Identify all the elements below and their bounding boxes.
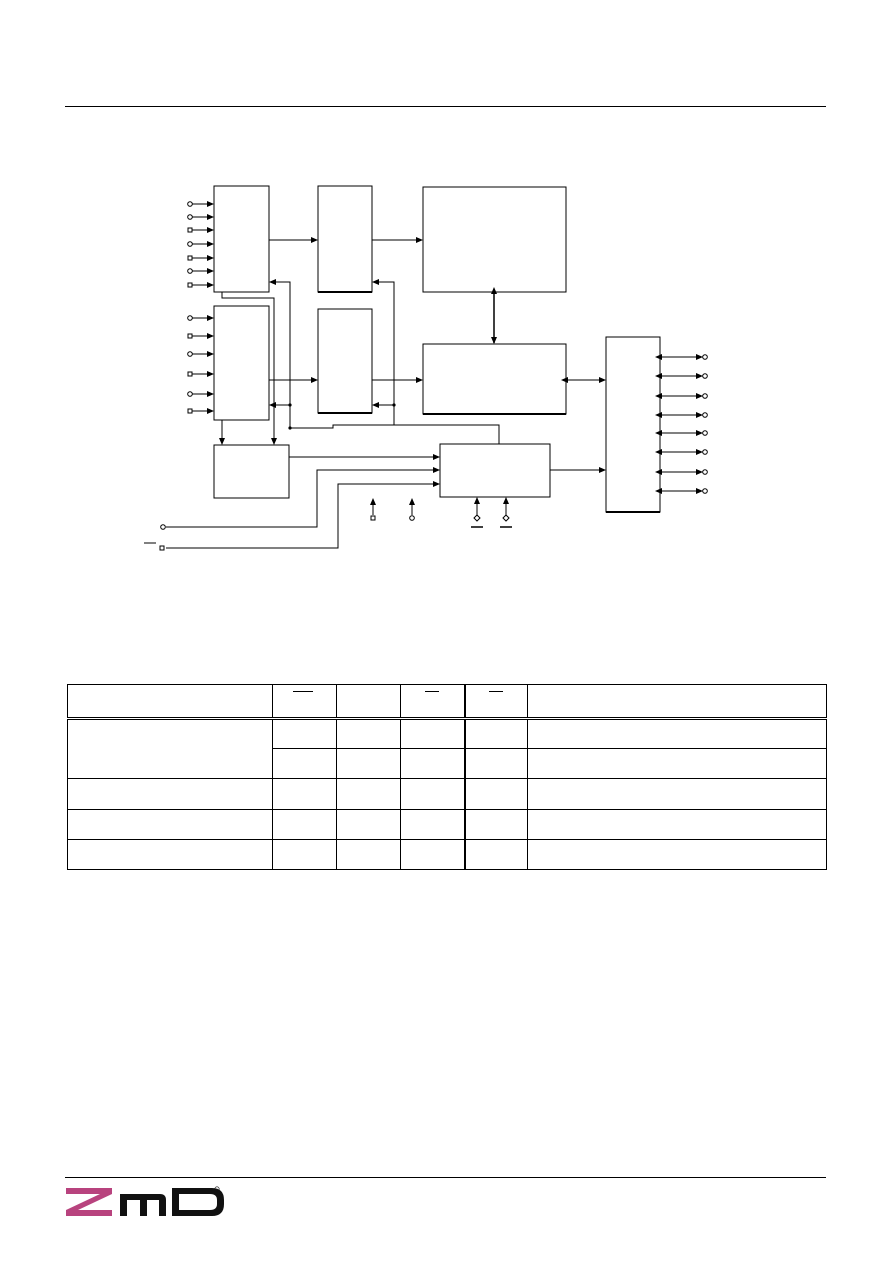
io-buffer-block — [605, 336, 661, 513]
truth-table — [67, 683, 827, 871]
header-cell-mode — [67, 683, 273, 721]
table-row — [68, 748, 827, 780]
row-decoder-block — [317, 185, 373, 293]
header-cell-col3 — [400, 683, 465, 721]
data-io-pins — [655, 354, 708, 494]
sense-amp-block — [422, 343, 567, 415]
header-cell-col4 — [463, 683, 528, 721]
address-latch-lower-block — [213, 305, 270, 421]
header-cell-col1 — [272, 683, 337, 721]
upper-address-inputs — [187, 201, 214, 288]
address-latch-upper-block — [213, 185, 270, 293]
table-row — [67, 778, 827, 810]
zmd-logo — [66, 1186, 224, 1216]
side-input-pin-bar — [159, 545, 165, 551]
table-row — [67, 718, 827, 780]
lower-address-inputs — [187, 315, 214, 414]
address-counter-block — [213, 444, 290, 499]
table-row — [67, 838, 827, 871]
table-header-row — [67, 683, 827, 721]
table-row — [67, 808, 827, 840]
control-logic-block — [439, 443, 551, 498]
header-rule — [65, 106, 826, 107]
bottom-pins — [370, 497, 510, 522]
header-cell-description — [527, 683, 827, 721]
header-cell-col2 — [336, 683, 401, 721]
block-diagram — [144, 185, 708, 551]
column-decoder-block — [317, 308, 373, 414]
footer-rule — [65, 1177, 826, 1178]
side-input-pin — [160, 524, 166, 530]
memory-array-block — [422, 186, 567, 293]
